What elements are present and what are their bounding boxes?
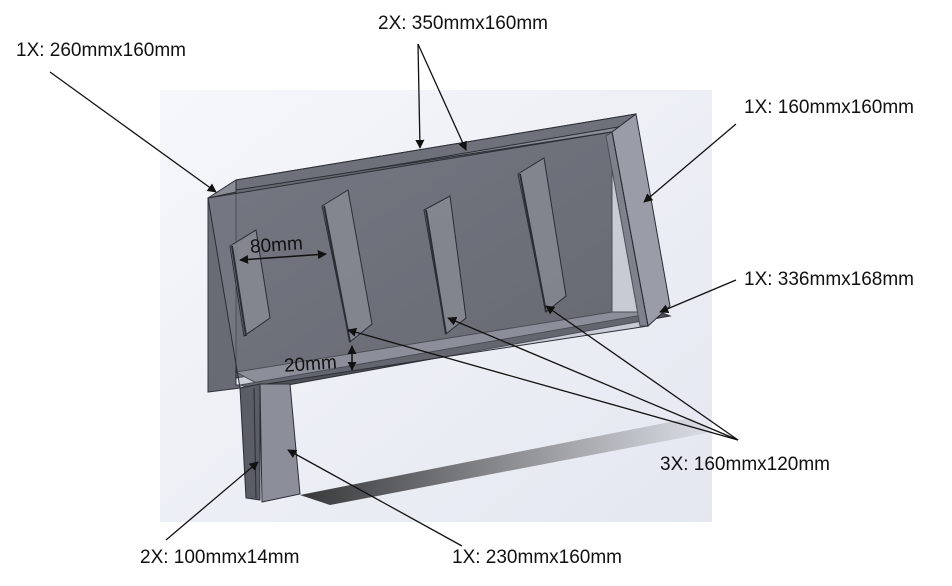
leader-divider-c bbox=[545, 305, 739, 441]
cast-shadow bbox=[300, 418, 712, 505]
label-long-walls: 2X: 350mmx160mm bbox=[378, 13, 549, 34]
leg-panel bbox=[239, 383, 261, 501]
leg-panel-face bbox=[259, 383, 301, 503]
dim-label-20mm: 20mm bbox=[283, 352, 338, 377]
leader-long-wall-2 bbox=[417, 43, 467, 151]
leader-side-panel bbox=[643, 123, 737, 203]
divider-1-edge bbox=[231, 245, 247, 337]
leg-edge bbox=[253, 387, 257, 499]
label-dividers: 3X: 160mmx120mm bbox=[660, 454, 831, 475]
leader-divider-b bbox=[447, 316, 739, 441]
label-leg-panel: 1X: 230mmx160mm bbox=[452, 547, 623, 568]
leader-bottom-panel bbox=[659, 279, 737, 314]
dim-label-80mm: 80mm bbox=[249, 233, 304, 258]
dim-80mm-line bbox=[239, 250, 327, 264]
leader-leg-panel bbox=[287, 449, 463, 547]
label-side-panel: 1X: 160mmx160mm bbox=[744, 97, 915, 118]
leader-legs bbox=[165, 461, 259, 541]
divider-3-edge bbox=[425, 209, 447, 335]
divider-4-edge bbox=[519, 173, 547, 313]
leader-long-wall-1 bbox=[415, 43, 425, 149]
label-back-panel: 1X: 260mmx160mm bbox=[16, 40, 187, 61]
leader-divider-a bbox=[347, 327, 739, 441]
label-legs: 2X: 100mmx14mm bbox=[140, 547, 300, 568]
divider-2-edge bbox=[323, 205, 351, 343]
label-bottom-panel: 1X: 336mmx168mm bbox=[744, 269, 915, 290]
leader-back-panel bbox=[49, 71, 217, 193]
